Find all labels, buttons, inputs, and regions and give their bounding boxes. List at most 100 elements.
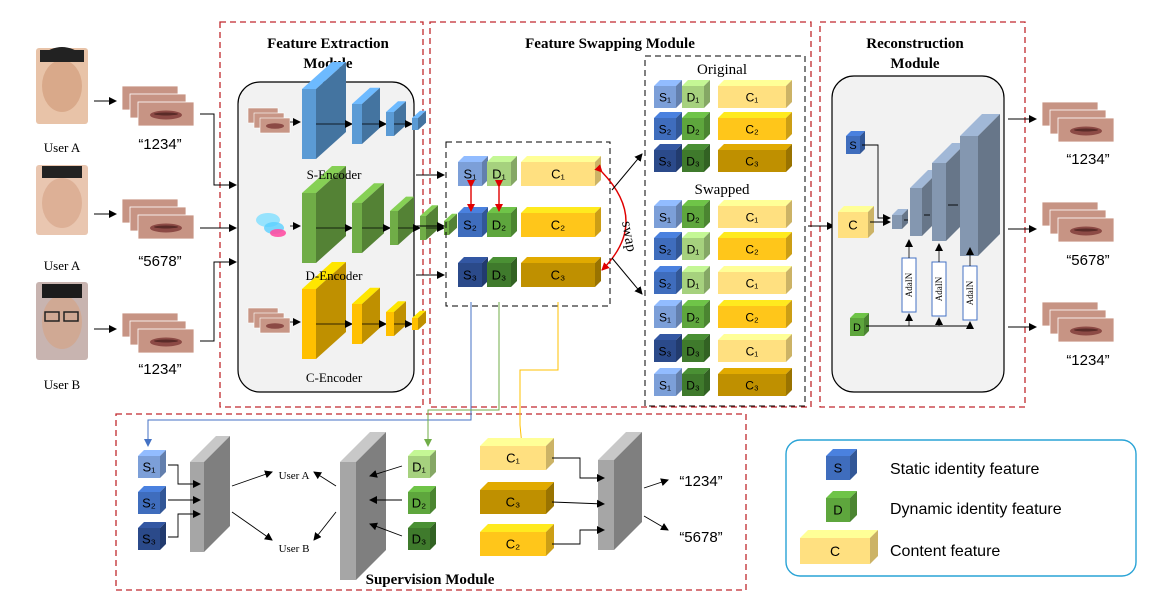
- sup-user-a: User A: [279, 470, 310, 482]
- row-c-bar: C₁: [718, 334, 792, 362]
- feature-label: C₃: [551, 268, 566, 283]
- original-swapped-box: [644, 55, 806, 407]
- s-encoder-network: [302, 62, 426, 159]
- center-s-cube: S₃: [458, 257, 488, 287]
- feature-swapping-frame: [429, 21, 812, 408]
- row-s-cube: S₁: [654, 368, 682, 396]
- adain-label: AdaIN: [965, 280, 975, 305]
- dec-block-1: [892, 209, 908, 229]
- input-user-a-1: User A: [36, 47, 88, 155]
- legend-d-cube: D: [826, 491, 857, 522]
- center-c-bar: C₁: [521, 156, 601, 186]
- row-c-bar: C₃: [718, 368, 792, 396]
- legend-static-text: Static identity feature: [890, 461, 1040, 478]
- sup-d-classifier: [340, 432, 386, 580]
- feature-label: C₃: [745, 154, 759, 168]
- row-c-bar: C₁: [718, 200, 792, 228]
- row-c-bar: C₂: [718, 112, 792, 140]
- row-d-cube: D₁: [682, 266, 710, 294]
- feature-label: D₂: [492, 218, 506, 233]
- row-c-bar: C₁: [718, 266, 792, 294]
- adain-block: AdaIN: [962, 247, 978, 329]
- c-encoder-input-clip: [247, 307, 291, 334]
- row-c-bar: C₁: [718, 80, 792, 108]
- row-s-cube: S₁: [654, 300, 682, 328]
- c-encoder-label: C-Encoder: [306, 370, 363, 385]
- feature-label: C₂: [745, 310, 759, 324]
- output-phrase-2: “5678”: [1066, 252, 1109, 269]
- sup-s-cube: S₁: [138, 450, 166, 478]
- row-s-cube: S₃: [654, 334, 682, 362]
- row-c-bar: C₂: [718, 300, 792, 328]
- feature-label: S₃: [659, 344, 672, 358]
- feature-label: C₁: [506, 451, 520, 466]
- feature-label: S₃: [463, 268, 477, 283]
- d-encoder-network: [302, 166, 457, 263]
- user-label: User A: [44, 258, 81, 273]
- sup-d-cube: D₂: [408, 486, 436, 514]
- legend-content-text: Content feature: [890, 543, 1000, 560]
- adain-label: AdaIN: [904, 272, 914, 297]
- row-d-cube: D₁: [682, 232, 710, 260]
- center-feature-box: [445, 141, 611, 307]
- feature-label: C₂: [745, 242, 759, 256]
- sup-out-2: “5678”: [679, 529, 722, 546]
- reconstruction-title-line2: Module: [890, 56, 940, 72]
- feature-label: S₁: [659, 310, 671, 324]
- center-d-cube: D₂: [487, 207, 517, 237]
- legend: SDC: [800, 449, 878, 564]
- feature-label: C: [848, 218, 857, 233]
- feature-label: S₁: [463, 167, 477, 182]
- sup-d-cube: D₃: [408, 522, 436, 550]
- legend-s-cube: S: [826, 449, 857, 480]
- dec-d-cube: D: [850, 313, 869, 336]
- glasses-icon: [44, 311, 60, 322]
- feature-label: D₂: [686, 122, 700, 136]
- c-encoder-network: [302, 262, 426, 359]
- supervision-title: Supervision Module: [366, 572, 495, 588]
- row-d-cube: D₃: [682, 144, 710, 172]
- mouth-clip-out-3: [1041, 301, 1115, 343]
- feature-label: D: [833, 503, 842, 518]
- swap-label: swap: [618, 220, 639, 253]
- row-c-bar: C₂: [718, 232, 792, 260]
- feature-label: S₂: [659, 276, 672, 290]
- input-user-b: User B: [36, 282, 88, 392]
- feature-label: D₃: [492, 268, 507, 283]
- feature-label: D: [853, 322, 861, 334]
- center-c-bar: C₂: [521, 207, 601, 237]
- extraction-title-line1: Feature Extraction: [267, 36, 389, 52]
- s-supervision-link: [144, 302, 472, 447]
- feature-label: S₂: [659, 242, 672, 256]
- feature-label: S₂: [142, 496, 156, 511]
- dec-block-4: [960, 114, 1000, 256]
- feature-label: D₁: [687, 90, 700, 104]
- feature-label: S₁: [659, 90, 671, 104]
- input-phrase-3: “1234”: [138, 361, 181, 378]
- feature-label: C₂: [551, 218, 565, 233]
- feature-label: S₁: [142, 460, 156, 475]
- row-d-cube: D₃: [682, 334, 710, 362]
- input-phrase-1: “1234”: [138, 136, 181, 153]
- mouth-clip-1: [121, 85, 195, 127]
- row-s-cube: S₂: [654, 112, 682, 140]
- sup-c-bar: C₂: [480, 524, 554, 556]
- feature-label: S₁: [659, 210, 671, 224]
- row-s-cube: S₁: [654, 80, 682, 108]
- mouth-clip-out-1: [1041, 101, 1115, 143]
- feature-label: D₂: [686, 210, 700, 224]
- row-s-cube: S₂: [654, 232, 682, 260]
- feature-label: D₃: [686, 344, 700, 358]
- row-s-cube: S₂: [654, 266, 682, 294]
- s-encoder-input-clip: [247, 107, 291, 134]
- feature-label: S₁: [659, 378, 671, 392]
- feature-label: D₁: [687, 242, 700, 256]
- adain-block: AdaIN: [931, 243, 947, 326]
- row-s-cube: S₃: [654, 144, 682, 172]
- user-label: User B: [44, 377, 81, 392]
- d-supervision-link: [424, 302, 500, 447]
- input-phrase-2: “5678”: [138, 253, 181, 270]
- feature-label: D₂: [686, 310, 700, 324]
- swapping-title: Feature Swapping Module: [525, 36, 695, 52]
